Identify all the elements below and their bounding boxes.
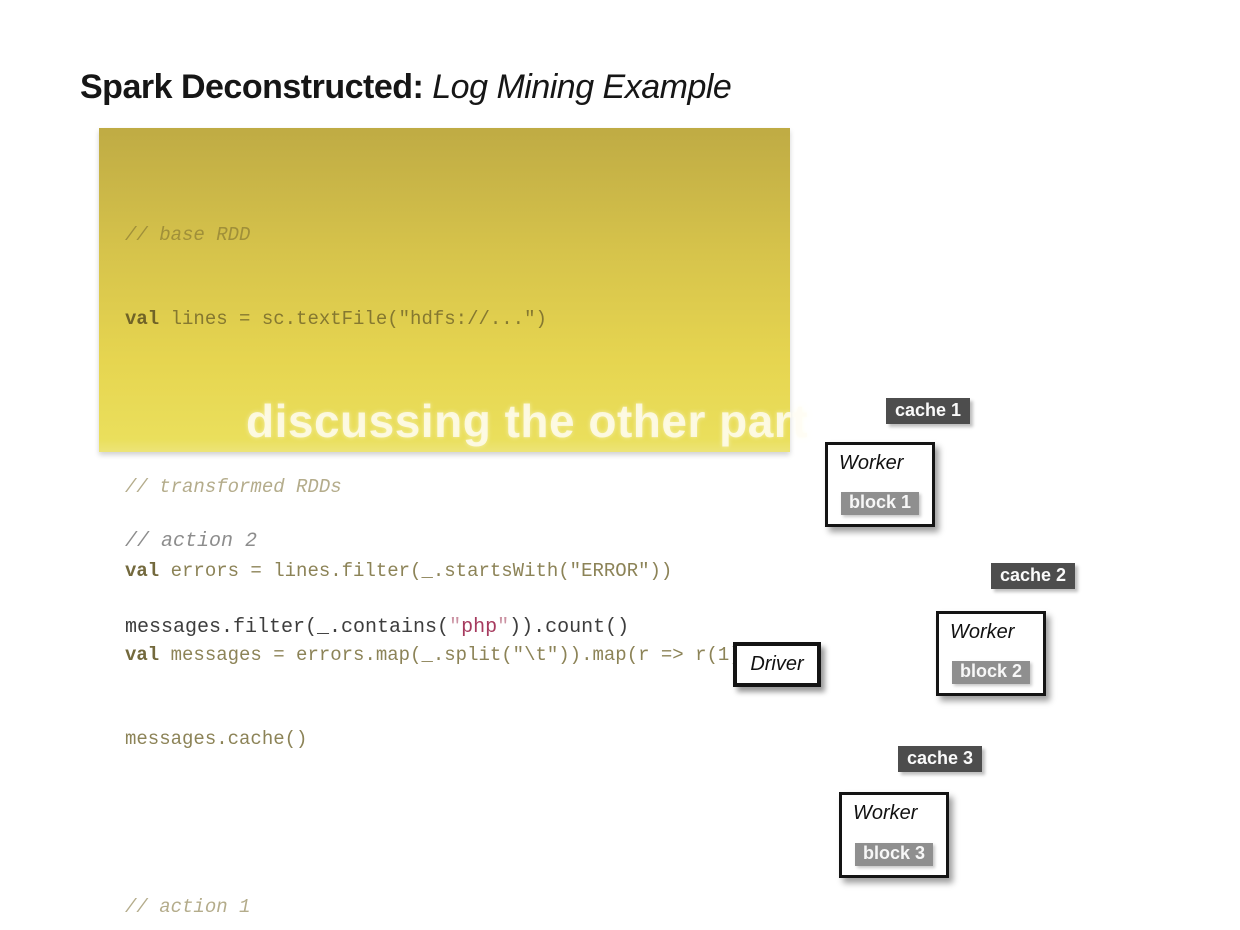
code-action2: // action 2 messages.filter(_.contains("… bbox=[125, 469, 629, 699]
title-italic: Log Mining Example bbox=[423, 68, 732, 106]
worker-label: Worker bbox=[853, 802, 918, 824]
worker-label: Worker bbox=[839, 452, 904, 474]
code-line: // transformed RDDs bbox=[125, 476, 342, 498]
code-panel: // base RDD val lines = sc.textFile("hdf… bbox=[99, 128, 808, 918]
worker-box-1: Worker block 1 bbox=[825, 442, 935, 527]
driver-label: Driver bbox=[750, 653, 804, 675]
code-line: // base RDD bbox=[125, 224, 251, 246]
cache-badge-3: cache 3 bbox=[898, 746, 983, 772]
code-line: val lines = sc.textFile("hdfs://...") bbox=[125, 308, 547, 330]
worker-box-3: Worker block 3 bbox=[839, 792, 949, 878]
action2-code: messages.filter(_.contains("php")).count… bbox=[125, 616, 630, 639]
overlay-caption: discussing the other part bbox=[246, 395, 809, 447]
block-badge-1: block 1 bbox=[840, 492, 920, 515]
action2-comment: // action 2 bbox=[125, 530, 258, 553]
block-badge-3: block 3 bbox=[854, 843, 934, 866]
code-line: messages.cache() bbox=[125, 728, 308, 750]
title-bold: Spark Deconstructed: bbox=[80, 68, 424, 106]
page-title: Spark Deconstructed: Log Mining Example bbox=[80, 68, 732, 107]
cache-badge-1: cache 1 bbox=[886, 398, 971, 424]
code-line-blank bbox=[125, 809, 752, 837]
code-line: val messages = errors.map(_.split("\t"))… bbox=[125, 644, 753, 666]
block-badge-2: block 2 bbox=[951, 661, 1031, 684]
worker-box-2: Worker block 2 bbox=[936, 611, 1046, 696]
code-line: // action 1 bbox=[125, 896, 251, 918]
cache-badge-2: cache 2 bbox=[991, 563, 1076, 589]
driver-box: Driver bbox=[733, 642, 821, 687]
code-lines: // base RDD val lines = sc.textFile("hdf… bbox=[125, 165, 752, 930]
worker-label: Worker bbox=[950, 621, 1015, 643]
code-line: val errors = lines.filter(_.startsWith("… bbox=[125, 560, 673, 582]
php-highlight: php bbox=[461, 616, 498, 639]
